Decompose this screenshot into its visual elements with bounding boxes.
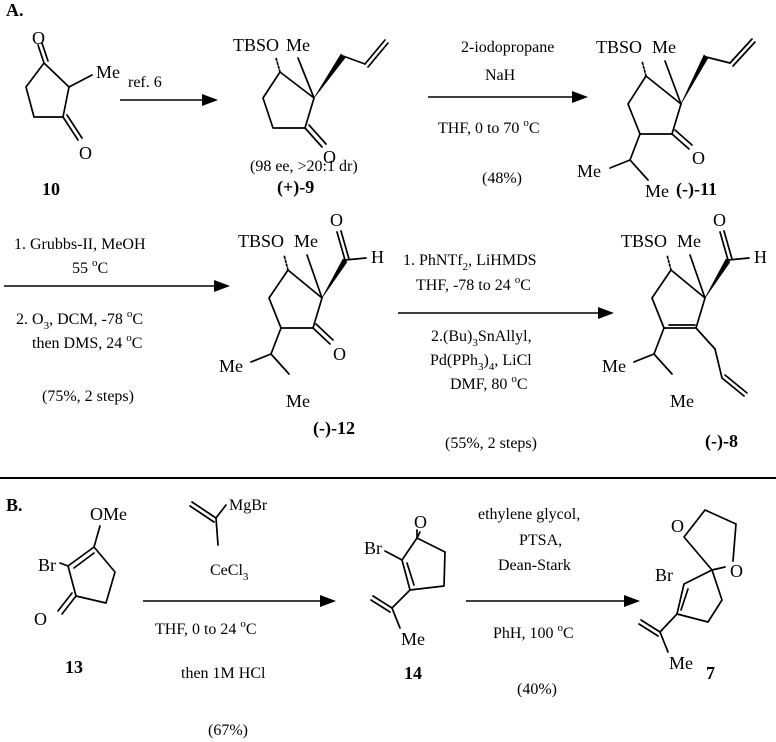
compound-10-structure bbox=[25, 42, 93, 141]
compound-label-10: 10 bbox=[42, 179, 60, 199]
arrow4-solvent: DMF, 80 oC bbox=[450, 373, 528, 393]
arrow2-reagent-2: NaH bbox=[485, 67, 516, 84]
atom-me: Me bbox=[286, 391, 310, 411]
section-a-label: A. bbox=[6, 0, 24, 20]
atom-o: O bbox=[414, 512, 427, 532]
arrow6-reagent-2: PTSA, bbox=[519, 532, 562, 549]
atom-o: O bbox=[692, 148, 705, 168]
compound-label-7: 7 bbox=[706, 663, 715, 683]
arrow5-conditions: THF, 0 to 24 oC bbox=[155, 618, 257, 638]
arrow4-step-1: 1. PhNTf2, LiHMDS bbox=[403, 252, 537, 273]
atom-me: Me bbox=[219, 356, 243, 376]
arrow4-yield: (55%, 2 steps) bbox=[445, 435, 537, 452]
compound-9-structure bbox=[262, 39, 389, 148]
reaction-arrow-4 bbox=[398, 307, 614, 319]
arrow3-yield: (75%, 2 steps) bbox=[42, 388, 134, 405]
arrow4-catalyst: Pd(PPh3)4, LiCl bbox=[430, 352, 532, 373]
arrow6-yield: (40%) bbox=[517, 681, 557, 698]
atom-h: H bbox=[754, 247, 767, 267]
atom-tbso: TBSO bbox=[621, 231, 667, 251]
compound-8-structure bbox=[633, 230, 750, 397]
reaction-arrow-6 bbox=[466, 595, 640, 607]
arrow2-reagent-1: 2-iodopropane bbox=[461, 39, 554, 56]
compound-9-selectivity: (98 ee, >20:1 dr) bbox=[250, 158, 358, 175]
arrow1-condition: ref. 6 bbox=[128, 74, 162, 91]
arrow3-step-2: 2. O3, DCM, -78 oC bbox=[16, 308, 143, 332]
arrow5-yield: (67%) bbox=[208, 722, 248, 739]
atom-me: Me bbox=[652, 37, 676, 57]
compound-label-13: 13 bbox=[65, 657, 83, 677]
atom-o: O bbox=[333, 344, 346, 364]
arrow3-step-1: 1. Grubbs-II, MeOH bbox=[14, 236, 146, 253]
arrow2-conditions: THF, 0 to 70 oC bbox=[438, 117, 540, 137]
reaction-arrow-1 bbox=[120, 94, 218, 106]
atom-o: O bbox=[330, 210, 343, 230]
compound-7-structure bbox=[638, 509, 737, 653]
atom-ome: OMe bbox=[90, 504, 127, 524]
atom-me: Me bbox=[670, 391, 694, 411]
atom-o: O bbox=[323, 147, 336, 167]
compound-11-structure bbox=[609, 38, 756, 181]
atom-br: Br bbox=[38, 555, 56, 575]
arrow5-workup: then 1M HCl bbox=[181, 665, 266, 682]
atom-me: Me bbox=[96, 62, 120, 82]
atom-me: Me bbox=[669, 653, 693, 673]
compound-14-structure bbox=[370, 529, 446, 629]
atom-me: Me bbox=[602, 356, 626, 376]
reagent-mgbr: MgBr bbox=[229, 497, 268, 514]
atom-o: O bbox=[671, 516, 684, 536]
arrow4-step-1-temp: THF, -78 to 24 oC bbox=[416, 274, 531, 294]
compound-13-structure bbox=[57, 525, 116, 615]
atom-br: Br bbox=[655, 565, 673, 585]
atom-tbso: TBSO bbox=[596, 37, 642, 57]
isopropenyl-grignard-structure bbox=[189, 501, 227, 546]
compound-label-14: 14 bbox=[404, 663, 422, 683]
atom-me: Me bbox=[294, 231, 318, 251]
atom-o: O bbox=[713, 210, 726, 230]
atom-o: O bbox=[34, 609, 47, 629]
arrow6-apparatus: Dean-Stark bbox=[498, 557, 571, 574]
atom-tbso: TBSO bbox=[238, 231, 284, 251]
compound-12-structure bbox=[250, 230, 367, 375]
compound-label-9: (+)-9 bbox=[277, 177, 314, 198]
atom-o: O bbox=[730, 561, 743, 581]
reagent-cecl3: CeCl3 bbox=[210, 562, 249, 583]
atom-o: O bbox=[79, 143, 92, 163]
atom-o: O bbox=[32, 28, 45, 48]
section-b-label: B. bbox=[6, 495, 23, 515]
atom-tbso: TBSO bbox=[233, 35, 279, 55]
atom-me: Me bbox=[401, 629, 425, 649]
atom-h: H bbox=[371, 247, 384, 267]
compound-label-11: (-)-11 bbox=[676, 179, 717, 200]
atom-me: Me bbox=[645, 181, 669, 201]
atom-me: Me bbox=[286, 35, 310, 55]
arrow3-step-2-workup: then DMS, 24 oC bbox=[32, 332, 142, 352]
arrow4-step-2: 2.(Bu)3SnAllyl, bbox=[431, 328, 532, 349]
arrow3-step-1-temp: 55 oC bbox=[72, 257, 108, 277]
atom-br: Br bbox=[364, 538, 382, 558]
compound-label-12: (-)-12 bbox=[313, 418, 355, 439]
reaction-arrow-5 bbox=[143, 595, 336, 607]
atom-me: Me bbox=[677, 231, 701, 251]
reaction-arrow-3 bbox=[4, 280, 230, 292]
arrow6-conditions: PhH, 100 oC bbox=[493, 622, 574, 642]
arrow6-reagent-1: ethylene glycol, bbox=[478, 506, 580, 523]
arrow2-yield: (48%) bbox=[482, 170, 522, 187]
compound-label-8: (-)-8 bbox=[705, 431, 738, 452]
atom-me: Me bbox=[577, 161, 601, 181]
reaction-arrow-2 bbox=[428, 91, 588, 103]
